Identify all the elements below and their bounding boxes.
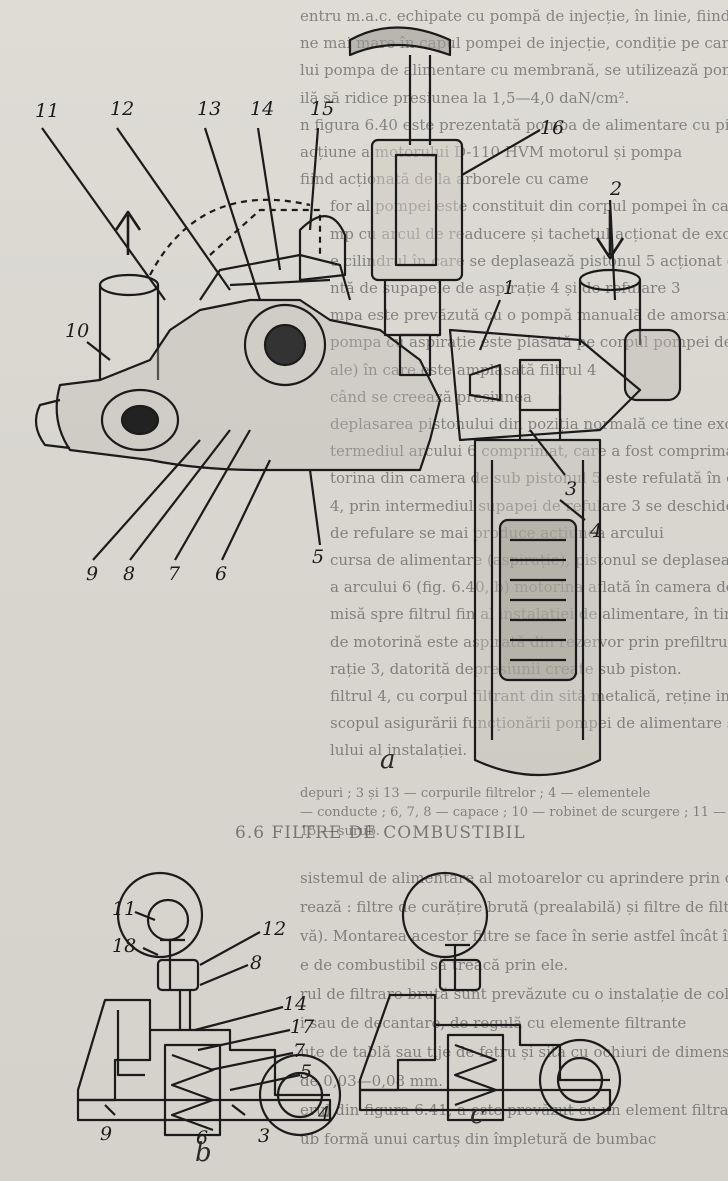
label-14: 14 xyxy=(250,98,275,120)
text-line: 4, prin intermediul supapei de refulare … xyxy=(330,497,728,515)
text-line: ilă să ridice presiunea la 1,5—4,0 daN/c… xyxy=(300,89,630,107)
section-heading: 6.6 FILTRE DE COMBUSTIBIL xyxy=(235,823,526,843)
lower-line: rul de filtrare brută sunt prevăzute cu … xyxy=(300,986,728,1003)
label-b-11: 11 xyxy=(112,898,137,920)
label-2: 2 xyxy=(610,178,623,200)
lower-line: e de combustibil să treacă prin ele. xyxy=(300,957,569,974)
label-12: 12 xyxy=(110,98,135,120)
lower-line: sistemul de alimentare al motoarelor cu … xyxy=(300,870,728,887)
text-line: filtrul 4, cu corpul filtrant din sită m… xyxy=(330,688,728,705)
label-11: 11 xyxy=(35,100,60,122)
lower-line: rează : filtre de curățire brută (preala… xyxy=(300,899,728,916)
label-9: 9 xyxy=(86,563,99,585)
text-line: deplasarea pistonului din poziția normal… xyxy=(330,416,728,433)
lower-line: ute de tablă sau tije de fetru și sita c… xyxy=(300,1044,728,1061)
label-1: 1 xyxy=(503,277,516,299)
label-b-6: 6 xyxy=(196,1127,209,1149)
label-13: 13 xyxy=(197,98,222,120)
label-7: 7 xyxy=(168,563,181,585)
label-b-18: 18 xyxy=(112,935,137,957)
label-10: 10 xyxy=(65,320,90,342)
caption-c: c xyxy=(470,1100,485,1130)
text-line: entru m.a.c. echipate cu pompă de injecț… xyxy=(300,8,728,25)
text-line: scopul asigurării funcționării pompei de… xyxy=(330,715,728,733)
label-b-7: 7 xyxy=(293,1040,306,1062)
text-line: lui pompa de alimentare cu membrană, se … xyxy=(300,62,728,80)
label-b-3: 3 xyxy=(258,1125,271,1147)
label-b-5: 5 xyxy=(300,1061,313,1083)
text-line: torina din camera de sub pistonul 5 este… xyxy=(330,470,728,488)
lower-line: ub formă unui cartuș din împletură de bu… xyxy=(300,1131,657,1148)
text-line: când se creează presiunea xyxy=(330,388,532,406)
lower-line: i sau de decantare, de regulă cu element… xyxy=(300,1015,687,1032)
label-15: 15 xyxy=(310,98,335,120)
text-line: de refulare se mai produce acțiunea arcu… xyxy=(330,524,664,542)
label-b-4: 4 xyxy=(318,1103,331,1125)
caption-line: 15 — surub. xyxy=(300,824,380,839)
caption-b: b xyxy=(195,1138,212,1168)
caption-a: a xyxy=(380,745,396,775)
label-b-8: 8 xyxy=(250,952,263,974)
caption-line: depuri ; 3 și 13 — corpurile filtrelor ;… xyxy=(300,786,651,801)
label-b-17: 17 xyxy=(290,1016,315,1038)
text-line: lului al instalației. xyxy=(330,742,468,760)
label-16: 16 xyxy=(540,117,565,139)
label-b-9: 9 xyxy=(100,1123,113,1145)
text-line: ale) în care este amplasată filtrul 4 xyxy=(330,361,597,379)
text-line: termediul arcului 6 comprimat, care a fo… xyxy=(330,443,728,461)
label-5: 5 xyxy=(312,546,325,568)
label-b-14: 14 xyxy=(283,993,308,1015)
text-line: ntă de supapele de aspirație 4 și de ref… xyxy=(330,280,681,297)
label-4: 4 xyxy=(590,520,603,542)
label-8: 8 xyxy=(123,563,136,585)
label-3: 3 xyxy=(565,478,578,500)
caption-line: — conducte ; 6, 7, 8 — capace ; 10 — rob… xyxy=(300,805,727,820)
label-b-12: 12 xyxy=(262,918,287,940)
text-line: n figura 6.40 este prezentată pompa de a… xyxy=(300,116,728,134)
label-6: 6 xyxy=(215,563,228,585)
text-line: mpa este prevăzută cu o pompă manuală de… xyxy=(330,307,728,325)
